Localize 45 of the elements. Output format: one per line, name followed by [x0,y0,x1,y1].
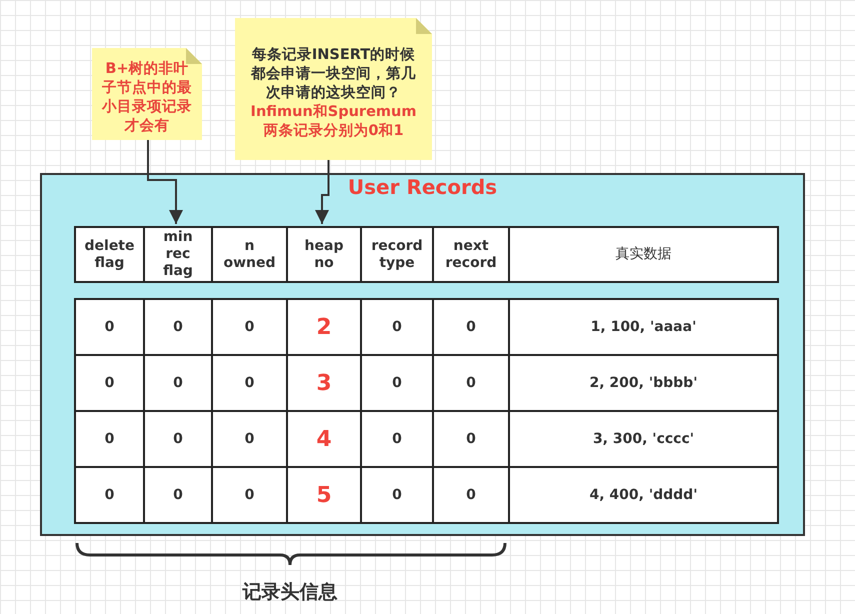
header-cell: heap no [286,226,362,283]
table-cell: 2, 200, 'bbbb' [508,354,779,412]
table-cell: 3 [286,354,362,412]
arrow [147,140,183,224]
header-cell: delete flag [74,226,145,283]
table-cell: 0 [360,410,434,468]
table-cell: 0 [211,354,288,412]
table-cell: 4, 400, 'dddd' [508,466,779,524]
header-cell: 真实数据 [508,226,779,283]
table-cell: 0 [74,298,145,356]
table-cell: 0 [432,466,510,524]
note-text: 每条记录INSERT的时候都会申请一块空间，第几次申请的这块空间？ [250,46,417,102]
table-cell: 0 [432,298,510,356]
header-cell: n owned [211,226,288,283]
table-cell: 5 [286,466,362,524]
table-cell: 0 [211,298,288,356]
table-cell: 0 [211,410,288,468]
table-cell: 0 [143,410,213,468]
table-cell: 0 [143,298,213,356]
table-cell: 0 [360,466,434,524]
header-cell: next record [432,226,510,283]
table-cell: 0 [143,354,213,412]
sticky-note [92,48,202,140]
arrow [315,160,330,224]
table-cell: 0 [360,298,434,356]
table-cell: 1, 100, 'aaaa' [508,298,779,356]
table-cell: 3, 300, 'cccc' [508,410,779,468]
table-cell: 2 [286,298,362,356]
header-cell: record type [360,226,434,283]
table-cell: 0 [74,354,145,412]
brace-caption: 记录头信息 [241,580,338,605]
table-cell: 0 [432,354,510,412]
table-cell: 0 [211,466,288,524]
note-text: Infimun和Spuremum两条记录分别为0和1 [250,102,418,140]
records-panel [40,173,805,536]
table-cell: 0 [74,466,145,524]
note-text: B+树的非叶子节点中的最小目录项记录才会有 [102,60,192,136]
table-cell: 0 [360,354,434,412]
panel-title: User Records [348,175,498,199]
sticky-note [235,18,432,160]
table-cell: 0 [74,410,145,468]
header-cell: min rec flag [143,226,213,283]
table-cell: 4 [286,410,362,468]
table-cell: 0 [432,410,510,468]
table-cell: 0 [143,466,213,524]
